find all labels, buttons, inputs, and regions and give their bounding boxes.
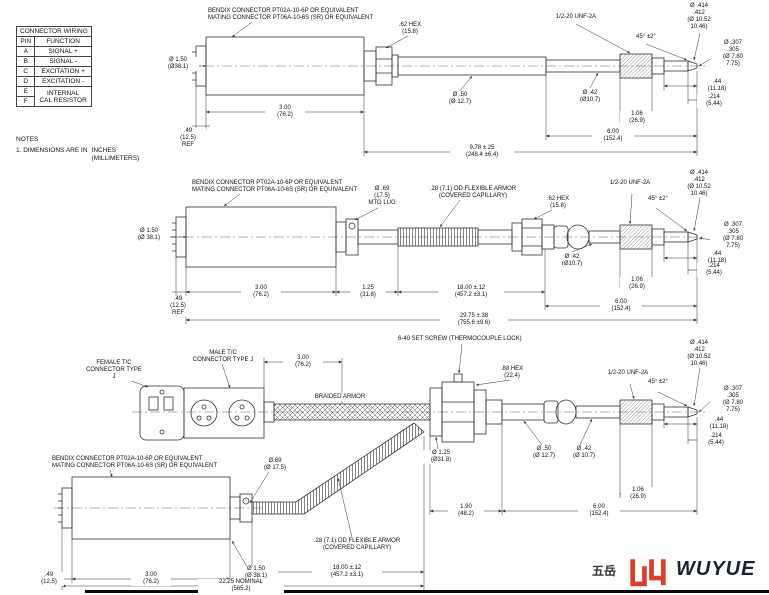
d3-tip-od-minor: Ø .307 .305 (Ø 7.80 7.75) <box>710 386 756 415</box>
d3-armor-note: .28 (7.1) OD FLEXIBLE ARMOR (COVERED CAP… <box>298 538 416 553</box>
d2-armor-note: .28 (7.1) OD FLEXIBLE ARMOR (COVERED CAP… <box>416 186 530 201</box>
d3-geometry <box>58 373 698 540</box>
d3-setscrew-note: 6-40 SET SCREW (THERMOCOUPLE LOCK) <box>398 336 560 344</box>
d1-ref-dim: .49 (12.5) REF <box>170 128 206 150</box>
d2-stem-length: 6.00 (152.4) <box>600 299 642 314</box>
d2-ref-dim: .49 (12.5) REF <box>160 296 196 318</box>
d2-thread-length: 1.06 (26.9) <box>620 277 654 292</box>
d2-body-length: 3.00 (76.2) <box>241 285 281 300</box>
d1-stem-length: 6.00 (152.4) <box>592 129 634 144</box>
d2-body-od: Ø 1.50 (Ø 38.1) <box>128 228 170 243</box>
note-1-units: INCHES (MILLIMETERS) <box>91 146 140 162</box>
table-title: CONNECTOR WIRING <box>16 26 92 37</box>
d2-chamfer-angle: 45° ±2° <box>640 196 676 204</box>
d3-fitting-od: Ø 1.25 (Ø31.8) <box>420 450 462 465</box>
col-pin: PIN <box>15 36 36 47</box>
d2-tip-od-major: Ø .414 .412 (Ø 10.52 10.46) <box>676 170 722 199</box>
d3-male-connector-note: MALE T/C CONNECTOR TYPE J <box>190 350 256 365</box>
d3-chamfer-angle: 45° ±2° <box>640 379 676 387</box>
d3-fitting-length: 1.90 (48.2) <box>448 504 484 519</box>
d3-hex-dim: .88 HEX (22.4) <box>492 366 532 381</box>
d1-chamfer-angle: 45° ±2° <box>628 34 664 42</box>
d1-overall-length: 9.78 ±.25 (248.4 ±6.4) <box>450 145 514 160</box>
d1-tube-od: Ø .50 (Ø 12.7) <box>440 92 480 107</box>
d1-chamfer-length: .214 (5.44) <box>697 94 731 109</box>
d3-tip-length: .44 (11.18) <box>702 417 736 432</box>
d1-thread-callout: 1/2-20 UNF-2A <box>544 14 608 22</box>
d3-body-length: 3.00 (76.2) <box>131 572 171 587</box>
d2-capillary-length: 18.00 ±.12 (457.2 ±3.1) <box>438 285 504 300</box>
d2-chamfer-length: .214 (5.44) <box>697 263 731 278</box>
d2-tip-length: .44 (11.18) <box>700 251 734 266</box>
d3-thread-callout: 1/2-20 UNF-2A <box>596 370 660 378</box>
d3-thread-length: 1.06 (26.9) <box>621 487 655 502</box>
d1-body-od: Ø 1.50 (Ø38.1) <box>157 57 199 72</box>
table-row: F <box>15 96 92 107</box>
d3-chamfer-length: .214 (5.44) <box>699 433 733 448</box>
d3-tube-od: Ø .50 (Ø 12.7) <box>524 446 564 461</box>
d3-bendix-note: BENDIX CONNECTOR PT02A-10-6P OR EQUIVALE… <box>52 456 264 471</box>
d3-body-od: Ø 1.50 (Ø 38.1) <box>234 566 278 581</box>
brand-chinese-text: 五岳 <box>592 564 617 578</box>
d3-connector-length: 3.00 (76.2) <box>283 355 323 370</box>
brand-logo: 五岳 WUYUE <box>592 550 768 594</box>
d2-lug-length: 1.25 (31.8) <box>350 285 386 300</box>
d1-body-length: 3.00 (76.2) <box>265 105 305 120</box>
d2-overall-length: 29.75 ±.38 (755.6 ±9.6) <box>440 313 508 328</box>
d2-leader-lines <box>170 193 713 253</box>
d1-stem-od: Ø .42 (Ø10.7) <box>570 90 610 105</box>
d3-stem-od: Ø .42 (Ø 10.7) <box>564 446 604 461</box>
d2-mtg-lug-dim: Ø .69 (17.5) MTG LUG <box>360 186 404 208</box>
notes-heading: NOTES <box>16 136 39 143</box>
sheet-bottom-border <box>85 590 769 593</box>
d2-thread-callout: 1/2-20 UNF-2A <box>598 180 662 188</box>
d3-capillary-length: 18.00 ±.12 (457.2 ±3.1) <box>312 565 382 580</box>
col-function: FUNCTION <box>34 36 92 47</box>
d1-tip-od-minor: Ø .307 .305 (Ø 7.80 7.75) <box>710 40 756 69</box>
d1-tip-od-major: Ø .414 .412 (Ø 10.52 10.46) <box>676 3 722 32</box>
note-1-text: 1. DIMENSIONS ARE IN <box>16 146 88 154</box>
d2-hex-dim: .62 HEX (15.8) <box>538 196 578 211</box>
d1-hex-dim: .62 HEX (15.8) <box>390 22 430 37</box>
table-row: E INTERNAL CAL RESISTOR <box>15 86 92 107</box>
d1-bendix-note: BENDIX CONNECTOR PT02A-10-6P OR EQUIVALE… <box>208 8 420 23</box>
d1-geometry <box>192 36 698 96</box>
wuyue-logo-icon <box>630 559 666 587</box>
d3-tip-od-major: Ø .414 .412 (Ø 10.52 10.46) <box>676 340 722 369</box>
d3-ref-dim: .49 (12.5) <box>34 572 64 587</box>
d3-overall-length: 22.25 NOMINAL (565.2) <box>198 579 284 594</box>
d3-mtg-lug-dim: Ø.69 (Ø 17.5) <box>254 458 296 473</box>
d3-female-connector-note: FEMALE T/C CONNECTOR TYPE J <box>84 360 144 382</box>
brand-name: WUYUE <box>676 558 756 580</box>
d1-tip-length: .44 (11.18) <box>700 79 734 94</box>
d1-leader-lines <box>198 21 713 92</box>
d2-stem-od: Ø .42 (Ø10.7) <box>552 254 592 269</box>
d2-tip-od-minor: Ø .307 .305 (Ø 7.80 7.75) <box>710 222 756 251</box>
d3-braided-armor-note: BRAIDED ARMOR <box>300 394 380 402</box>
d3-extension-lines <box>61 358 698 590</box>
notes-block: NOTES 1. DIMENSIONS ARE IN INCHES (MILLI… <box>16 136 139 162</box>
d1-thread-length: 1.06 (26.9) <box>620 111 654 126</box>
d3-stem-length: 6.00 (152.4) <box>578 504 620 519</box>
d2-bendix-note: BENDIX CONNECTOR PT02A-10-6P OR EQUIVALE… <box>192 180 404 195</box>
